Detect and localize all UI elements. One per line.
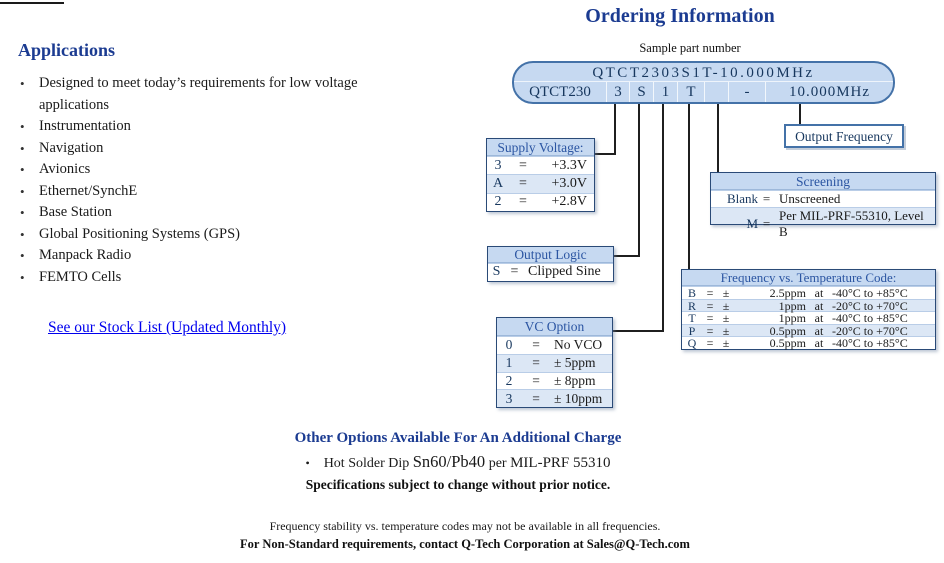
table-row: R = ± 1ppm at -20°C to +70°C: [682, 298, 935, 312]
table-row: T = ± 1ppm at -40°C to +85°C: [682, 311, 935, 324]
connector-output-frequency-vertical: [799, 104, 801, 125]
connector-screening-vertical: [717, 104, 719, 173]
connector-supply-voltage-horizontal: [594, 153, 616, 155]
vc-option-header: VC Option: [497, 318, 612, 336]
connector-temp-code-vertical: [688, 104, 690, 269]
part-segment-vc-option: 1: [653, 82, 677, 102]
list-item: Ethernet/SynchE: [18, 181, 400, 203]
list-item: Avionics: [18, 159, 400, 181]
screening-header: Screening: [711, 173, 935, 190]
connector-output-logic-vertical: [638, 104, 640, 257]
table-row: 2 = +2.8V: [487, 192, 594, 211]
part-segment-series: QTCT230: [529, 84, 591, 100]
part-segment-frequency: 10.000MHz: [765, 82, 893, 102]
frequency-temperature-table: Frequency vs. Temperature Code: B = ± 2.…: [681, 269, 936, 350]
part-segment-supply-voltage: 3: [606, 82, 629, 102]
list-item: Designed to meet today’s requirements fo…: [18, 73, 400, 116]
frequency-temperature-header: Frequency vs. Temperature Code:: [682, 270, 935, 286]
bullet-icon: •: [305, 456, 310, 470]
connector-vc-option-horizontal: [612, 330, 664, 332]
output-frequency-label: Output Frequency: [795, 129, 893, 144]
sample-part-number-pill: QTCT2303S1T-10.000MHz QTCT230 3 S 1 T - …: [512, 61, 895, 104]
table-row: 1 = ± 5ppm: [497, 353, 612, 372]
output-frequency-label-box: Output Frequency: [784, 124, 904, 148]
part-segment-output-logic: S: [629, 82, 653, 102]
table-row: S = Clipped Sine: [488, 263, 613, 281]
applications-title: Applications: [18, 40, 116, 60]
output-logic-header: Output Logic: [488, 247, 613, 263]
part-segment-dash: -: [728, 82, 765, 102]
table-row: A = +3.0V: [487, 174, 594, 193]
table-row: 3 = +3.3V: [487, 156, 594, 174]
supply-voltage-header: Supply Voltage:: [487, 139, 594, 156]
output-logic-table: Output Logic S = Clipped Sine: [487, 246, 614, 282]
part-segment-screening: [704, 82, 728, 102]
other-options-title: Other Options Available For An Additiona…: [294, 430, 622, 446]
list-item: Instrumentation: [18, 116, 400, 138]
stock-list-link[interactable]: See our Stock List (Updated Monthly): [48, 319, 287, 336]
supply-voltage-table: Supply Voltage: 3 = +3.3V A = +3.0V 2 = …: [486, 138, 595, 212]
list-item: FEMTO Cells: [18, 267, 400, 289]
ordering-information-title: Ordering Information: [585, 5, 775, 27]
list-item: Manpack Radio: [18, 245, 400, 267]
part-segment-temp-code: T: [677, 82, 704, 102]
table-row: 0 = No VCO: [497, 336, 612, 354]
sample-part-number-label: Sample part number: [639, 41, 741, 55]
connector-supply-voltage-vertical: [614, 104, 616, 155]
list-item: Navigation: [18, 138, 400, 160]
footer-availability-note: Frequency stability vs. temperature code…: [269, 519, 661, 533]
table-row: Q = ± 0.5ppm at -40°C to +85°C: [682, 336, 935, 349]
list-item: Base Station: [18, 202, 400, 224]
top-left-rule: [0, 2, 64, 4]
part-number-full: QTCT2303S1T-10.000MHz: [514, 63, 893, 82]
table-row: B = ± 2.5ppm at -40°C to +85°C: [682, 286, 935, 299]
applications-list: Designed to meet today’s requirements fo…: [18, 73, 400, 288]
table-row: 2 = ± 8ppm: [497, 371, 612, 390]
specifications-note: Specifications subject to change without…: [305, 477, 611, 492]
connector-vc-option-vertical: [662, 104, 664, 332]
vc-option-table: VC Option 0 = No VCO 1 = ± 5ppm 2 = ± 8p…: [496, 317, 613, 409]
other-options-bullet: •Hot Solder Dip Sn60/Pb40 per MIL-PRF 55…: [305, 452, 611, 471]
part-number-segments: QTCT230 3 S 1 T - 10.000MHz: [514, 82, 893, 102]
screening-table: Screening Blank = Unscreened M = Per MIL…: [710, 172, 936, 239]
table-row: 3 = ± 10ppm: [497, 389, 612, 408]
list-item: Global Positioning Systems (GPS): [18, 224, 400, 246]
connector-output-logic-horizontal: [613, 255, 640, 257]
table-row: M = Per MIL-PRF-55310, Level B: [711, 207, 935, 239]
table-row: P = ± 0.5ppm at -20°C to +70°C: [682, 323, 935, 337]
footer-contact-note: For Non-Standard requirements, contact Q…: [240, 537, 690, 551]
table-row: Blank = Unscreened: [711, 190, 935, 207]
